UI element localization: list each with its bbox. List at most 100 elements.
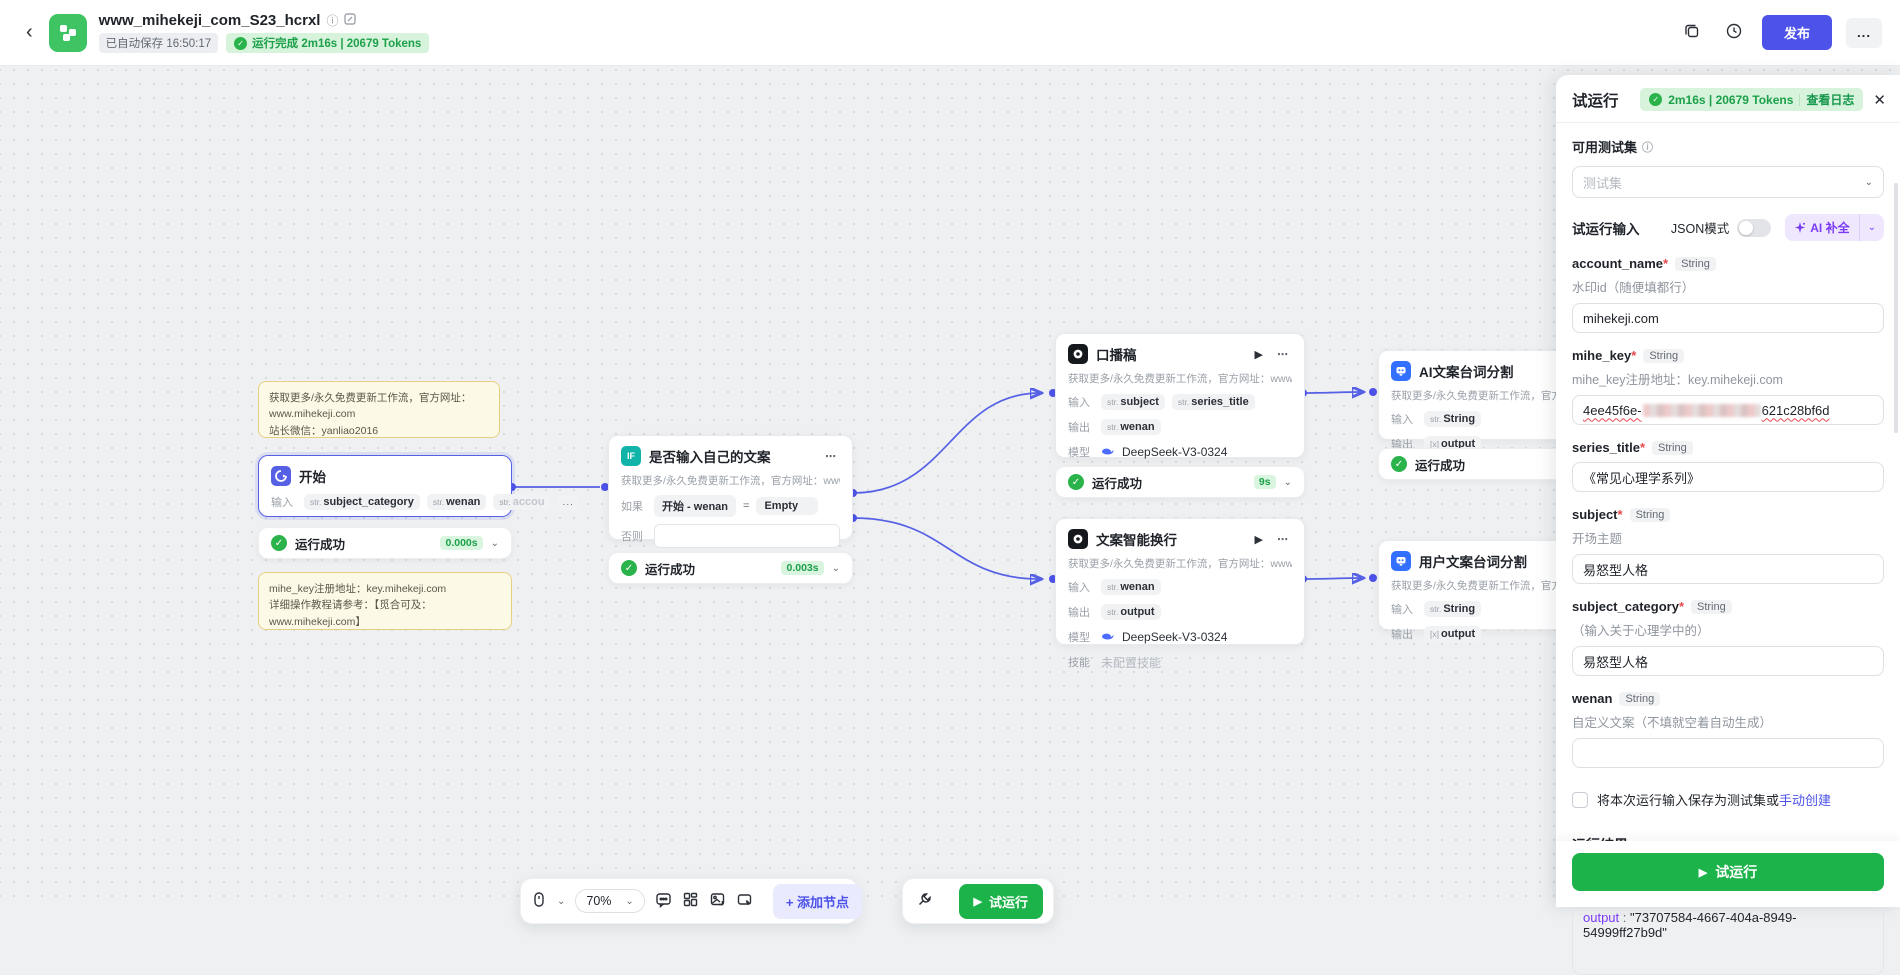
output-key: output [1583,910,1620,925]
sparkle-icon [1795,221,1806,233]
field-name: wenan [1572,691,1613,706]
code-node-icon [1391,551,1411,571]
input-label: 输入 [1068,582,1090,594]
node-start[interactable]: 开始 输入 str.subject_category str.wenan str… [258,455,579,517]
node-run-button[interactable]: ▶ [1254,533,1263,546]
node-rewrite[interactable]: 文案智能换行 ▶ ⋯ 获取更多/永久免费更新工作流，官方网址：www.mihek… [1055,518,1305,670]
start-node-icon [271,466,291,486]
start-status-bar[interactable]: ✓ 运行成功 0.000s ⌄ [258,527,512,559]
series-title-input[interactable]: 《常见心理学系列》 [1572,462,1884,492]
panel-divider [1556,122,1900,123]
param-pill: [x]output [1424,626,1482,642]
param-pill: str.accou [493,494,551,510]
param-pill: str.output [1101,604,1161,620]
sticky-note-mihe-key[interactable]: mihe_key注册地址：key.mihekeji.com 详细操作教程请参考：… [258,572,512,630]
panel-scrollbar[interactable] [1894,183,1898,433]
type-chip: String [1629,507,1671,522]
comment-icon[interactable] [655,890,672,912]
testset-select[interactable]: 测试集 ⌄ [1572,166,1884,198]
success-check-icon: ✓ [621,560,637,576]
account-name-input[interactable]: mihekeji.com [1572,303,1884,333]
back-button[interactable]: ‹ [18,17,41,48]
output-label: 输出 [1391,629,1413,641]
type-chip: String [1691,599,1732,614]
success-check-icon: ✓ [234,36,248,50]
image-icon[interactable] [709,890,726,912]
save-testset-checkbox[interactable] [1572,791,1588,808]
condition-right[interactable]: Empty [756,497,819,515]
ai-complete-button[interactable]: AI 补全 ⌄ [1785,214,1884,241]
node-title: 文案智能换行 [1096,533,1177,548]
node-koubogao[interactable]: 口播稿 ▶ ⋯ 获取更多/永久免费更新工作流，官方网址：www.mihekeji… [1055,333,1305,485]
run-summary-badge[interactable]: ✓ 2m16s | 20679 Tokens 查看日志 [1640,88,1864,111]
node-run-button[interactable]: ▶ [1254,348,1263,361]
field-subject: subject* String 开场主题 易怒型人格 [1572,507,1884,584]
model-name: DeepSeek-V3-0324 [1122,630,1228,644]
subject-input[interactable]: 易怒型人格 [1572,554,1884,584]
add-node-button[interactable]: + 添加节点 [772,883,863,919]
input-label: 输入 [1391,604,1413,616]
condition-left[interactable]: 开始 - wenan [654,495,737,517]
mihe-key-input[interactable]: 4ee45f6e- 621c28bf6d [1572,395,1884,425]
wrench-icon[interactable] [913,890,935,912]
view-log-link[interactable]: 查看日志 [1806,93,1855,107]
autosave-badge: 已自动保存 16:50:17 [98,33,219,53]
output-value-box[interactable]: output : "73707584-4667-404a-8949-54999f… [1572,899,1884,975]
node-menu-button[interactable]: ⋯ [1277,348,1289,361]
success-check-icon: ✓ [1649,93,1663,106]
type-chip: String [1643,348,1685,363]
field-name: account_name* [1572,256,1669,271]
more-menu-button[interactable]: ... [1846,17,1882,48]
output-label: 输出 [1068,422,1090,434]
chevron-down-icon[interactable]: ⌄ [490,537,499,549]
frame-icon[interactable] [736,890,753,912]
json-mode-toggle[interactable] [1737,218,1772,237]
close-icon[interactable]: ✕ [1873,91,1886,109]
info-icon[interactable]: ⓘ [1642,141,1654,154]
pointer-mode-icon[interactable] [531,890,547,912]
subject-category-input[interactable]: 易怒型人格 [1572,646,1884,676]
panel-test-run-button[interactable]: ▶ 试运行 [1572,853,1884,891]
node-desc: 获取更多/永久免费更新工作流，官方网址：www.mihekeji.co… [1068,558,1292,570]
top-bar: ‹ www_mihekeji_com_S23_hcrxl ⓘ 已自动保存 16:… [0,0,1900,66]
status-label: 运行成功 [295,537,346,552]
koubogao-status-bar[interactable]: ✓ 运行成功 9s ⌄ [1055,466,1305,498]
param-pill: str.series_title [1171,394,1255,410]
chevron-down-icon[interactable]: ⌄ [1867,222,1876,233]
chevron-down-icon[interactable]: ⌄ [557,895,566,907]
info-icon[interactable]: ⓘ [326,14,339,28]
play-icon: ▶ [1698,866,1708,879]
manual-create-link[interactable]: 手动创建 [1779,793,1832,808]
more-pills-button[interactable]: ... [557,494,579,510]
test-run-label: 试运行 [988,894,1028,910]
if-status-bar[interactable]: ✓ 运行成功 0.003s ⌄ [608,552,853,584]
field-desc: 水印id（随便填都行） [1572,281,1695,295]
node-title: 开始 [299,470,326,485]
field-wenan: wenan String 自定义文案（不填就空着自动生成） [1572,691,1884,768]
publish-button[interactable]: 发布 [1761,15,1832,50]
node-menu-button[interactable]: ⋯ [1277,533,1289,546]
badge-divider [1799,93,1801,106]
history-icon[interactable] [1720,19,1748,47]
zoom-select[interactable]: 70% ⌄ [575,889,645,913]
node-if-own-copy[interactable]: IF 是否输入自己的文案 ⋯ 获取更多/永久免费更新工作流，官方网址：www.m… [608,435,853,548]
skill-value: 未配置技能 [1101,655,1162,670]
run-toolbar: ▶ 试运行 [902,878,1054,924]
node-menu-button[interactable]: ⋯ [825,450,837,463]
duplicate-icon[interactable] [1678,19,1706,47]
chevron-down-icon[interactable]: ⌄ [1283,476,1292,488]
edit-icon[interactable] [344,13,357,28]
chevron-down-icon[interactable]: ⌄ [831,562,840,574]
sticky-note-official-site[interactable]: 获取更多/永久免费更新工作流，官方网址： www.mihekeji.com 站长… [258,381,500,438]
wenan-input[interactable] [1572,738,1884,768]
note-line: 站长微信：yanliao2016 [269,424,379,437]
input-label: 输入 [1391,414,1413,426]
llm-node-icon [1068,529,1088,549]
run-complete-badge[interactable]: ✓ 运行完成 2m16s | 20679 Tokens [226,33,430,53]
layout-grid-icon[interactable] [682,890,699,912]
field-account-name: account_name* String 水印id（随便填都行） mihekej… [1572,256,1884,333]
canvas-test-run-button[interactable]: ▶ 试运行 [958,883,1043,919]
else-branch-box[interactable] [654,524,840,548]
ai-complete-label: AI 补全 [1810,221,1850,235]
success-check-icon: ✓ [1391,456,1407,472]
